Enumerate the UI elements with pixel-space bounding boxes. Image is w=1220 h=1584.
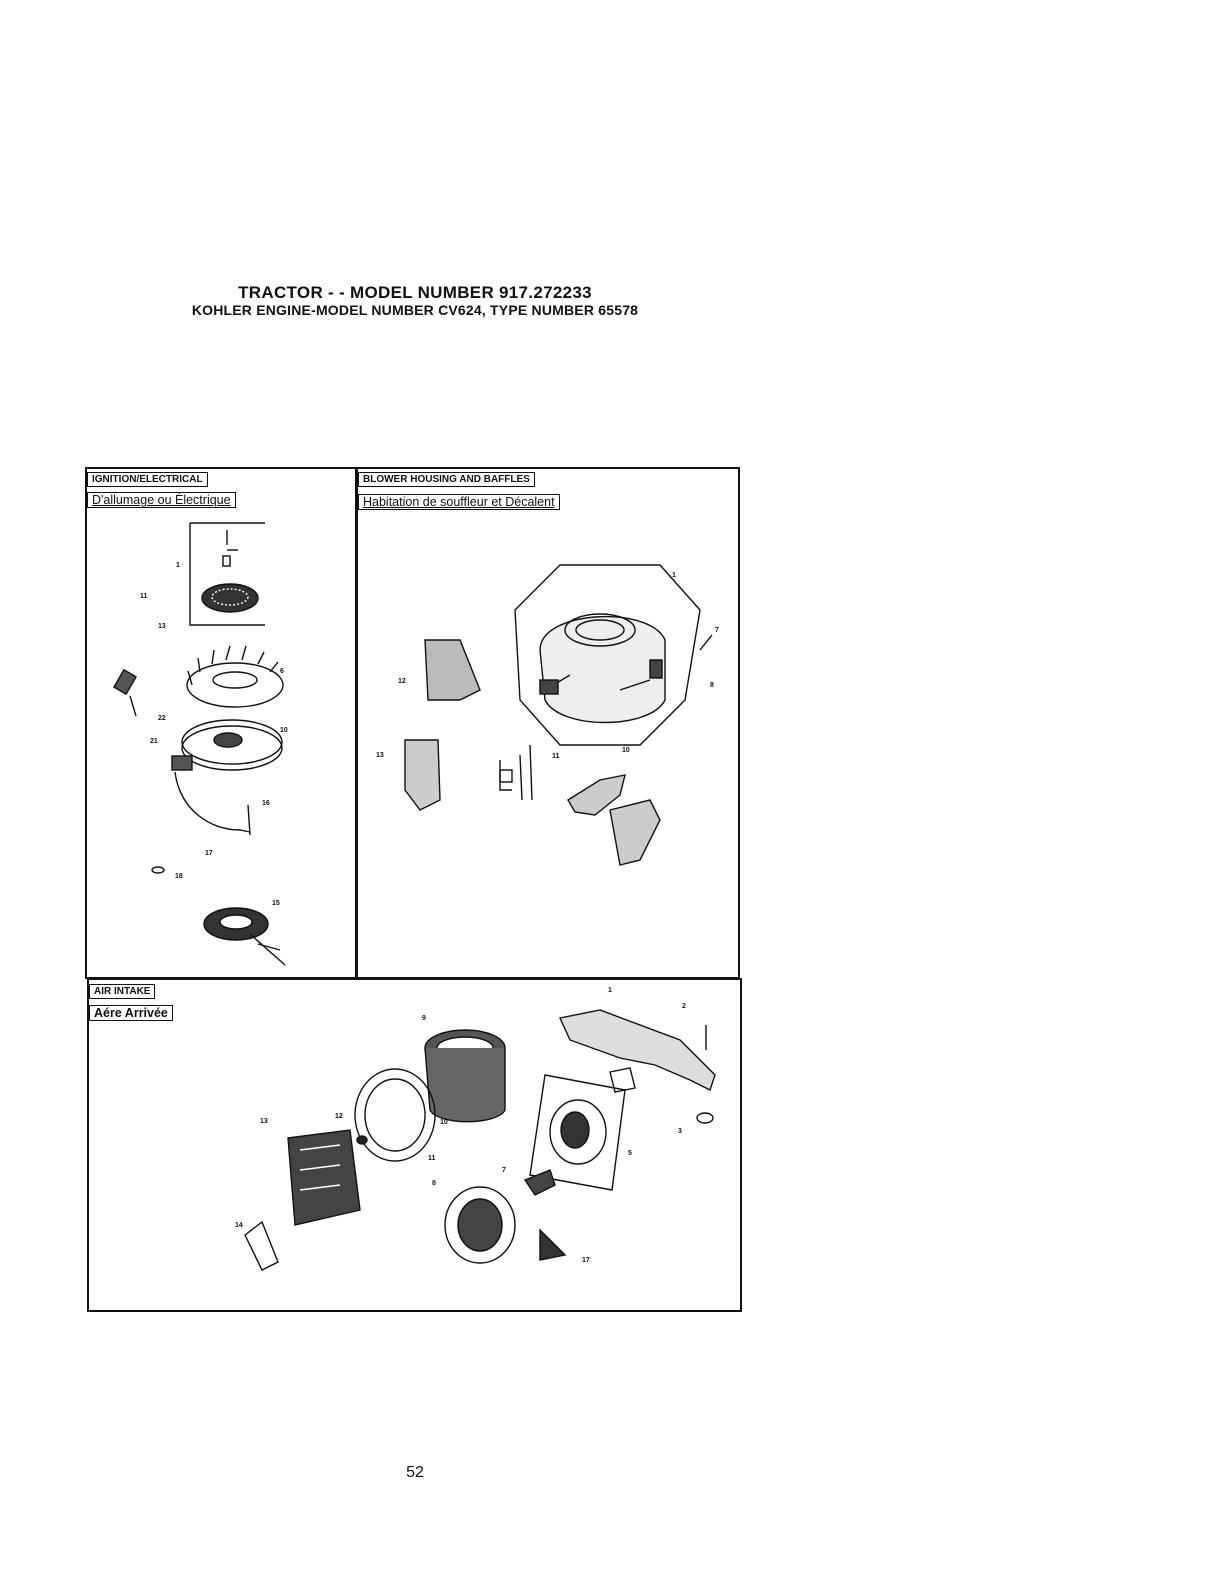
- svg-text:15: 15: [272, 900, 280, 907]
- svg-text:10: 10: [440, 1119, 448, 1126]
- section-divider: [355, 468, 358, 978]
- svg-text:22: 22: [158, 715, 166, 722]
- svg-text:8: 8: [432, 1180, 436, 1187]
- svg-text:3: 3: [678, 1128, 682, 1135]
- page-subtitle: KOHLER ENGINE-MODEL NUMBER CV624, TYPE N…: [191, 302, 639, 318]
- svg-text:10: 10: [280, 727, 288, 734]
- svg-text:17: 17: [205, 850, 213, 857]
- ignition-section-label: IGNITION/ELECTRICAL: [87, 472, 208, 487]
- air-intake-section-label: AIR INTAKE: [89, 984, 156, 999]
- air-intake-section-label-fr: Aére Arrivée: [89, 1005, 173, 1021]
- svg-text:16: 16: [262, 800, 270, 807]
- svg-text:18: 18: [175, 873, 183, 880]
- svg-text:11: 11: [552, 753, 560, 760]
- svg-text:13: 13: [260, 1118, 268, 1125]
- svg-text:14: 14: [235, 1222, 243, 1229]
- svg-text:7: 7: [715, 627, 719, 634]
- svg-text:21: 21: [150, 738, 158, 745]
- blower-section-label: BLOWER HOUSING AND BAFFLES: [358, 472, 535, 487]
- svg-text:9: 9: [422, 1015, 426, 1022]
- svg-text:8: 8: [710, 682, 714, 689]
- svg-text:11: 11: [428, 1155, 436, 1162]
- diagram-frame-bottom: [87, 978, 742, 1312]
- svg-text:12: 12: [398, 678, 406, 685]
- svg-text:1: 1: [672, 572, 676, 579]
- svg-text:1: 1: [176, 562, 180, 569]
- svg-text:1: 1: [608, 987, 612, 994]
- svg-text:12: 12: [335, 1113, 343, 1120]
- page-title: TRACTOR - - MODEL NUMBER 917.272233: [238, 283, 592, 302]
- svg-text:10: 10: [622, 747, 630, 754]
- blower-section-label-fr: Habitation de souffleur et Décalent: [358, 494, 560, 510]
- svg-text:5: 5: [628, 1150, 632, 1157]
- svg-text:2: 2: [682, 1003, 686, 1010]
- svg-text:13: 13: [376, 752, 384, 759]
- svg-text:6: 6: [280, 668, 284, 675]
- svg-text:17: 17: [582, 1257, 590, 1264]
- svg-text:7: 7: [502, 1167, 506, 1174]
- svg-text:11: 11: [140, 593, 148, 600]
- ignition-section-label-fr: D'allumage ou Électrique: [87, 492, 236, 508]
- page-number: 52: [406, 1464, 424, 1481]
- svg-text:13: 13: [158, 623, 166, 630]
